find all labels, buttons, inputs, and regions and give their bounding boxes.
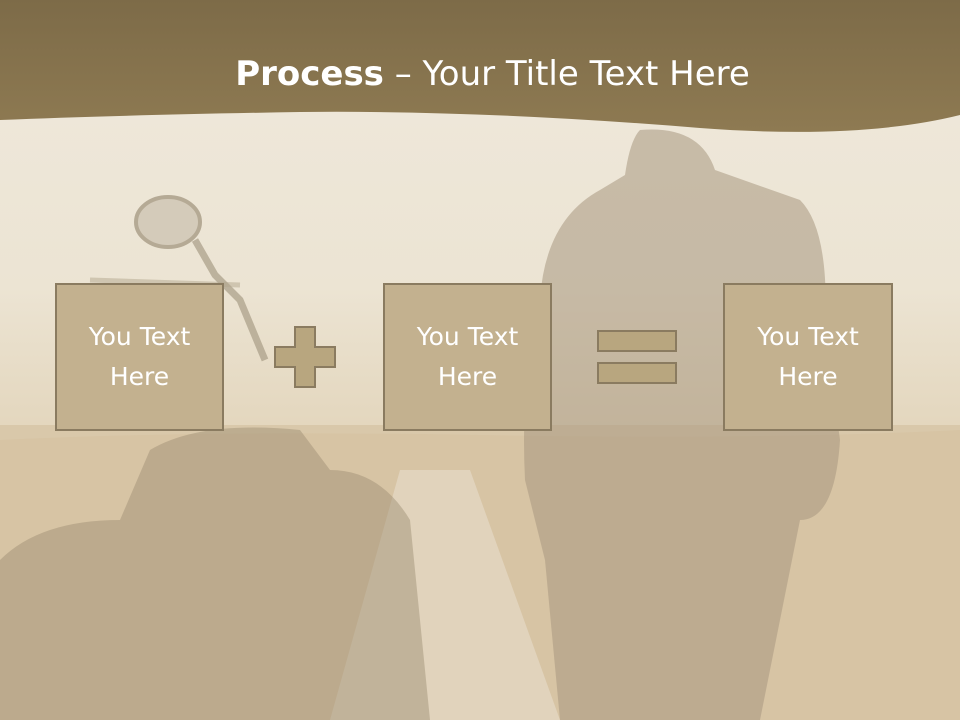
plus-icon (274, 326, 336, 388)
process-box-1[interactable]: You Text Here (55, 283, 224, 431)
process-box-1-text: You Text Here (88, 322, 191, 391)
equals-icon (597, 330, 677, 384)
title-bold: Process (235, 54, 384, 94)
process-box-2[interactable]: You Text Here (383, 283, 552, 431)
process-box-3[interactable]: You Text Here (723, 283, 893, 431)
title-banner: Process – Your Title Text Here (0, 0, 960, 140)
page-title: Process – Your Title Text Here (0, 52, 960, 96)
process-box-2-text: You Text Here (416, 322, 519, 391)
title-rest: – Your Title Text Here (383, 54, 750, 94)
process-box-3-text: You Text Here (757, 322, 859, 391)
